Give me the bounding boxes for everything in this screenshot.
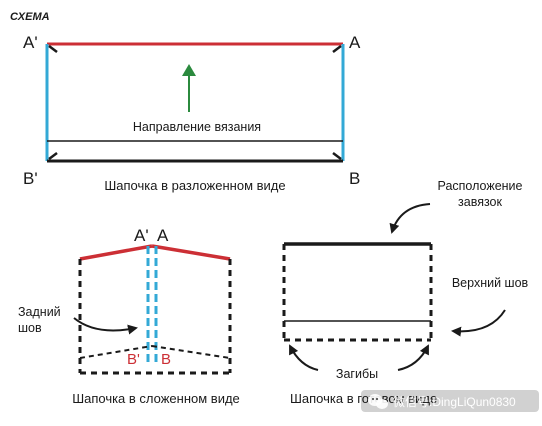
back-seam-label-line1: Задний <box>18 305 61 319</box>
fold-right-arrow-icon <box>397 344 429 371</box>
corner-label-a-prime: A' <box>23 33 38 52</box>
corner-label-a: A <box>349 33 361 52</box>
finished-caption: Шапочка в готовом виде <box>290 391 437 406</box>
watermark: 微信号:DingLiQun0830 <box>361 390 539 412</box>
hat-folded-diagram: A' A B' B Задний шов Шапочка в сложенном… <box>18 226 240 406</box>
corner-tick <box>48 45 58 53</box>
hat-flat-diagram: A' A B' B Направление вязания Шапочка в … <box>23 33 361 193</box>
scheme-title: СХЕМА <box>10 11 50 23</box>
corner-tick <box>48 152 58 160</box>
watermark-backdrop <box>361 390 539 412</box>
flat-caption: Шапочка в разложенном виде <box>104 178 285 193</box>
ties-label-line1: Расположение <box>438 179 523 193</box>
folded-label-a-prime: A' <box>134 226 149 245</box>
folded-fold-right <box>151 345 231 359</box>
corner-tick <box>332 152 342 160</box>
folded-label-b: B <box>161 351 171 368</box>
top-seam-label: Верхний шов <box>452 276 529 290</box>
folded-top-left-red <box>79 244 153 261</box>
corner-label-b-prime: B' <box>23 169 38 188</box>
folded-caption: Шапочка в сложенном виде <box>72 391 240 406</box>
folded-top-right-red <box>151 244 231 261</box>
fold-left-arrow-icon <box>289 344 319 371</box>
back-seam-arrow-icon <box>73 317 138 335</box>
watermark-text: 微信号:DingLiQun0830 <box>393 395 516 409</box>
back-seam-label-line2: шов <box>18 321 42 335</box>
folded-label-a: A <box>157 226 169 245</box>
corner-tick <box>332 45 342 53</box>
knitting-direction-label: Направление вязания <box>133 120 261 134</box>
top-seam-arrow-icon <box>451 309 506 337</box>
ties-arrow-icon <box>389 203 431 234</box>
ties-label-line2: завязок <box>458 195 502 209</box>
folded-label-b-prime: B' <box>127 351 140 368</box>
folded-fold-left <box>79 345 153 359</box>
hat-finished-diagram: Расположение завязок Верхний шов Загибы … <box>282 179 529 406</box>
folds-label: Загибы <box>336 367 378 381</box>
wechat-icon <box>368 394 388 409</box>
corner-label-b: B <box>349 169 360 188</box>
